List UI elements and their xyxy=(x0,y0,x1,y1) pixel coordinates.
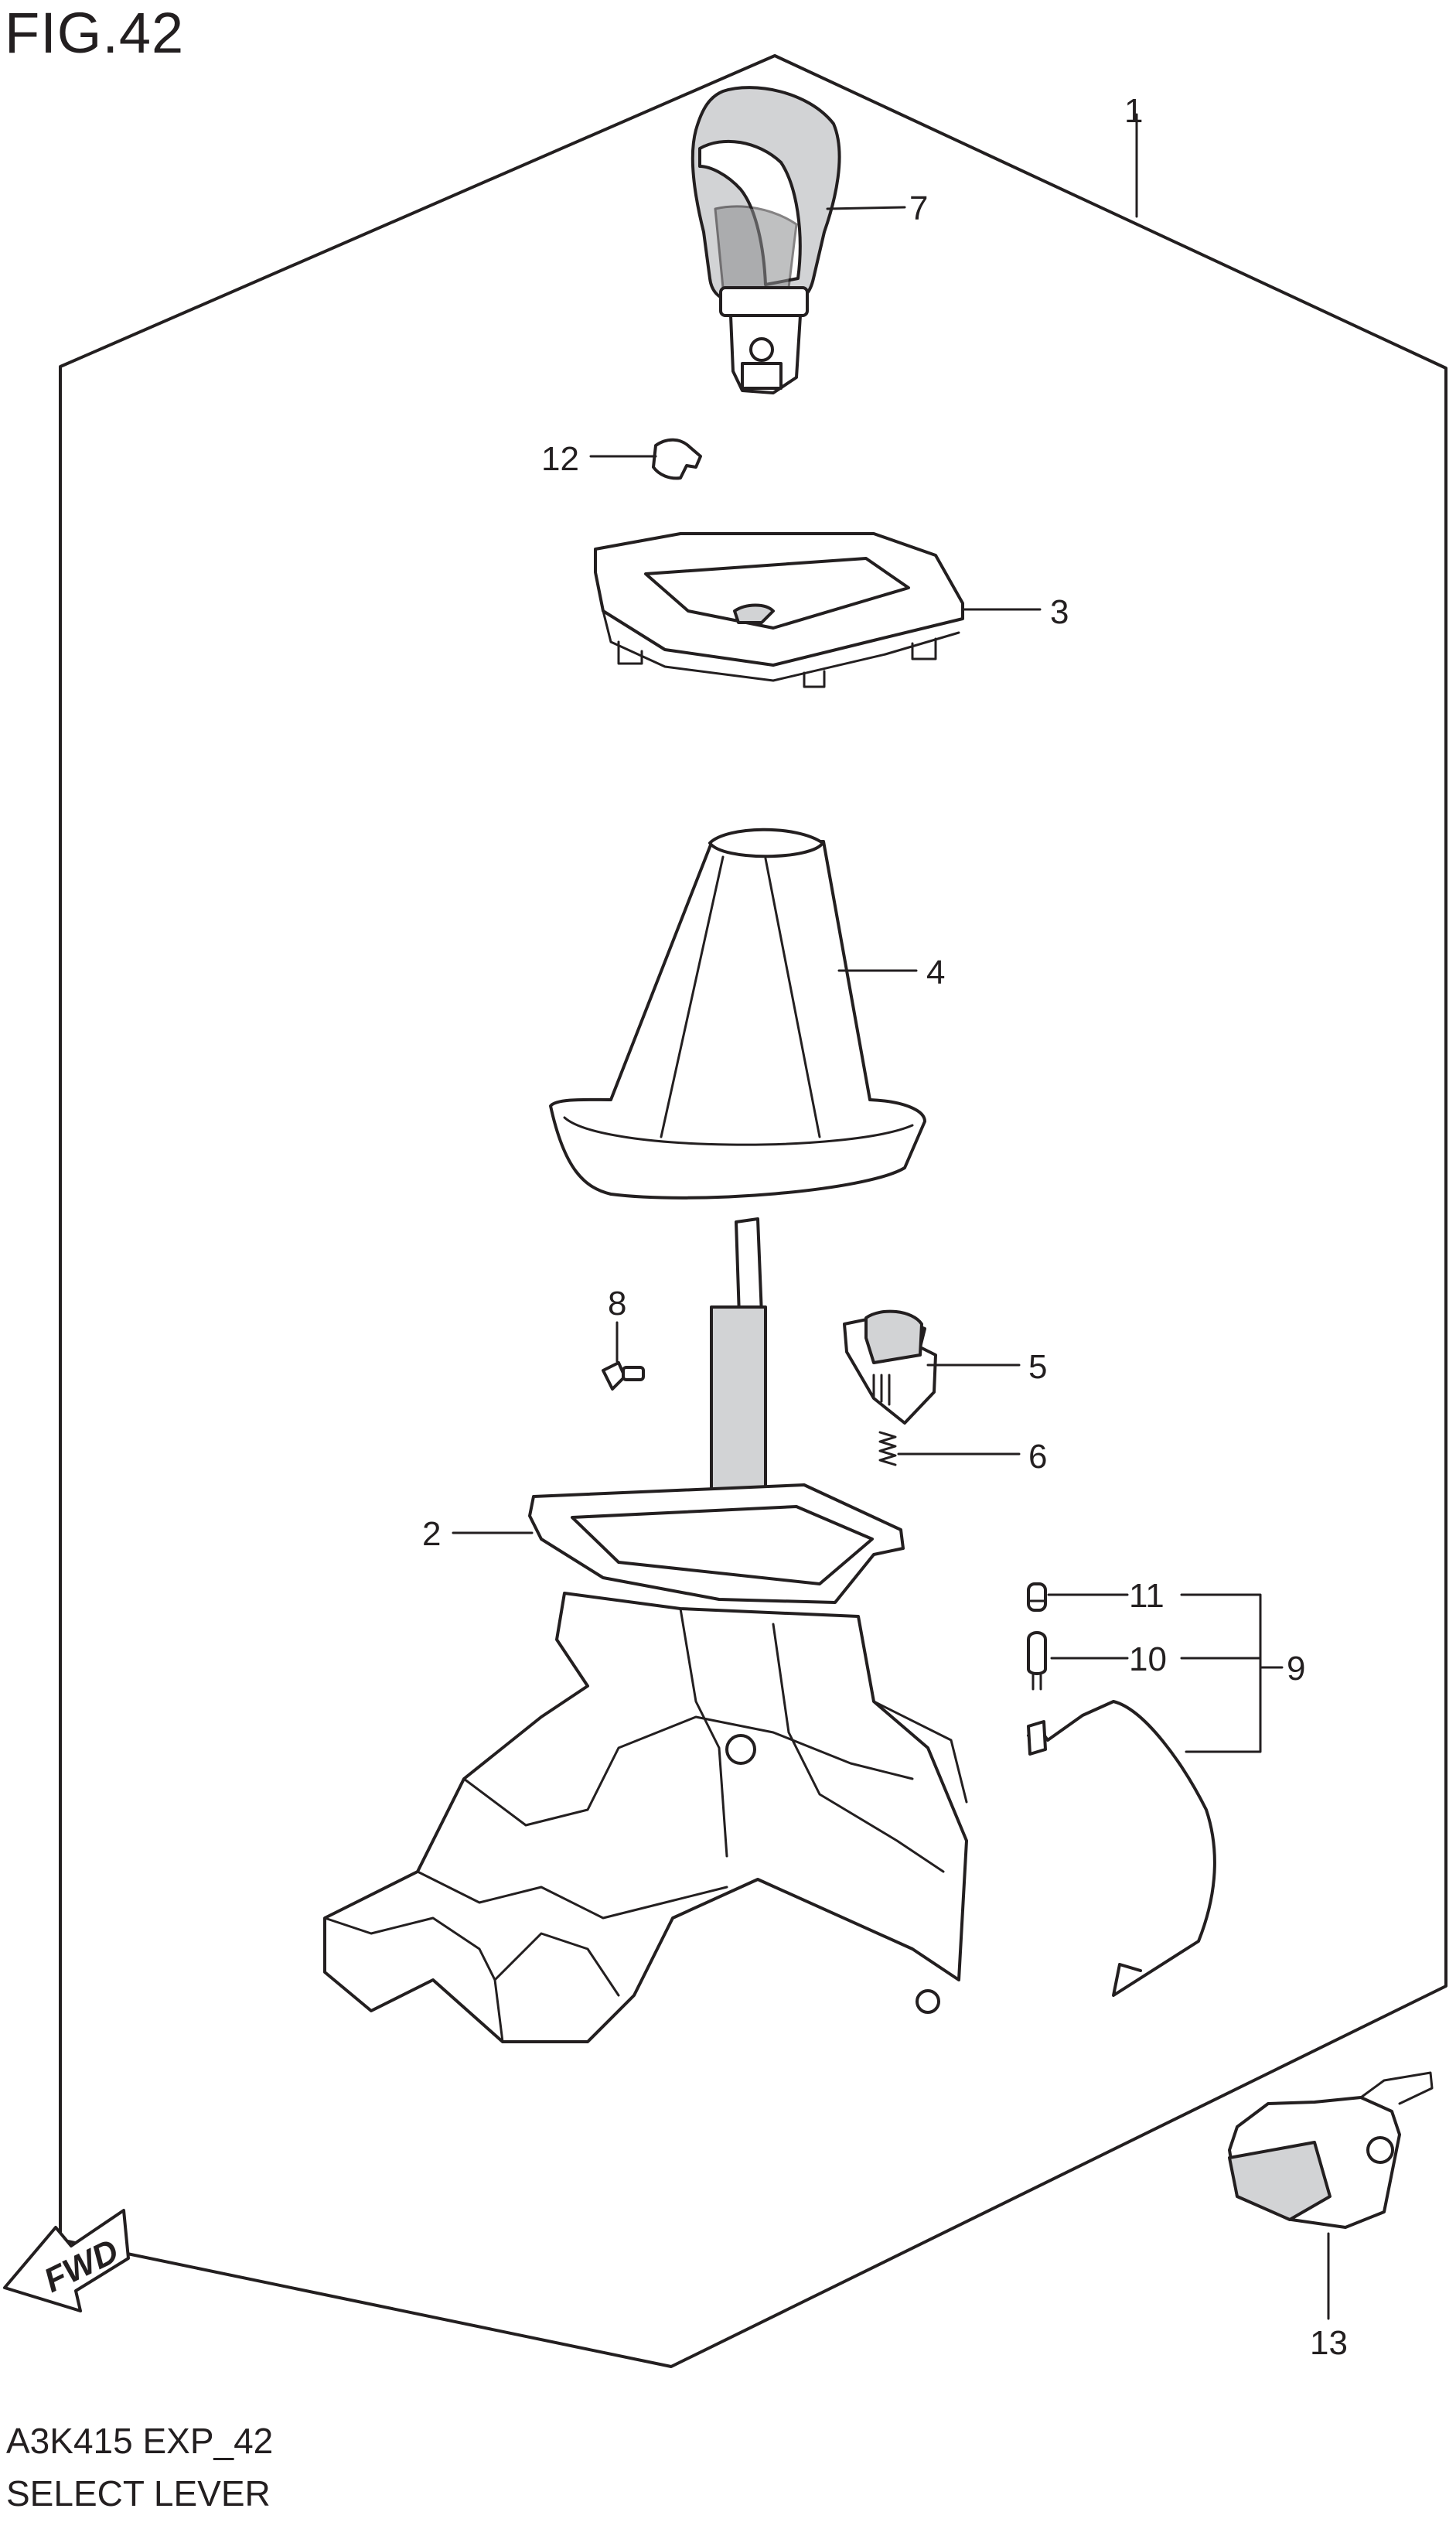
spring-part xyxy=(878,1431,897,1466)
callout-6: 6 xyxy=(1028,1438,1047,1476)
assembly-outline xyxy=(59,54,1447,2368)
callout-2: 2 xyxy=(422,1515,441,1553)
callout-10: 10 xyxy=(1129,1640,1167,1678)
wiring-harness xyxy=(1027,1700,1216,1997)
callout-13: 13 xyxy=(1310,2324,1348,2362)
leader-7 xyxy=(826,206,906,210)
figure-title: FIG.42 xyxy=(5,1,185,65)
callout-9: 9 xyxy=(1287,1650,1305,1688)
lever-assembly xyxy=(323,1217,968,2043)
callout-11: 11 xyxy=(1129,1577,1164,1615)
figure-code: A3K415 EXP_42 xyxy=(6,2421,274,2461)
indicator-panel xyxy=(594,532,964,688)
bulb-part xyxy=(1027,1631,1047,1691)
shift-boot xyxy=(549,828,926,1200)
fwd-arrow-badge: FWD xyxy=(3,2209,130,2312)
bulb-socket xyxy=(1027,1582,1047,1612)
figure-name: SELECT LEVER xyxy=(6,2473,271,2514)
callout-4: 4 xyxy=(926,954,945,991)
callout-12: 12 xyxy=(541,440,579,478)
screw-part xyxy=(602,1361,645,1391)
shift-knob xyxy=(690,86,841,394)
push-button xyxy=(843,1309,937,1425)
leader-9 xyxy=(1047,1593,1284,1753)
callout-7: 7 xyxy=(909,189,928,227)
clip-part xyxy=(652,438,702,480)
cable-bracket xyxy=(1228,2071,1434,2229)
harness-connector xyxy=(1027,1720,1047,1756)
callout-1: 1 xyxy=(1124,92,1143,130)
callout-8: 8 xyxy=(608,1285,626,1323)
callout-5: 5 xyxy=(1028,1348,1047,1386)
callout-3: 3 xyxy=(1050,593,1069,631)
